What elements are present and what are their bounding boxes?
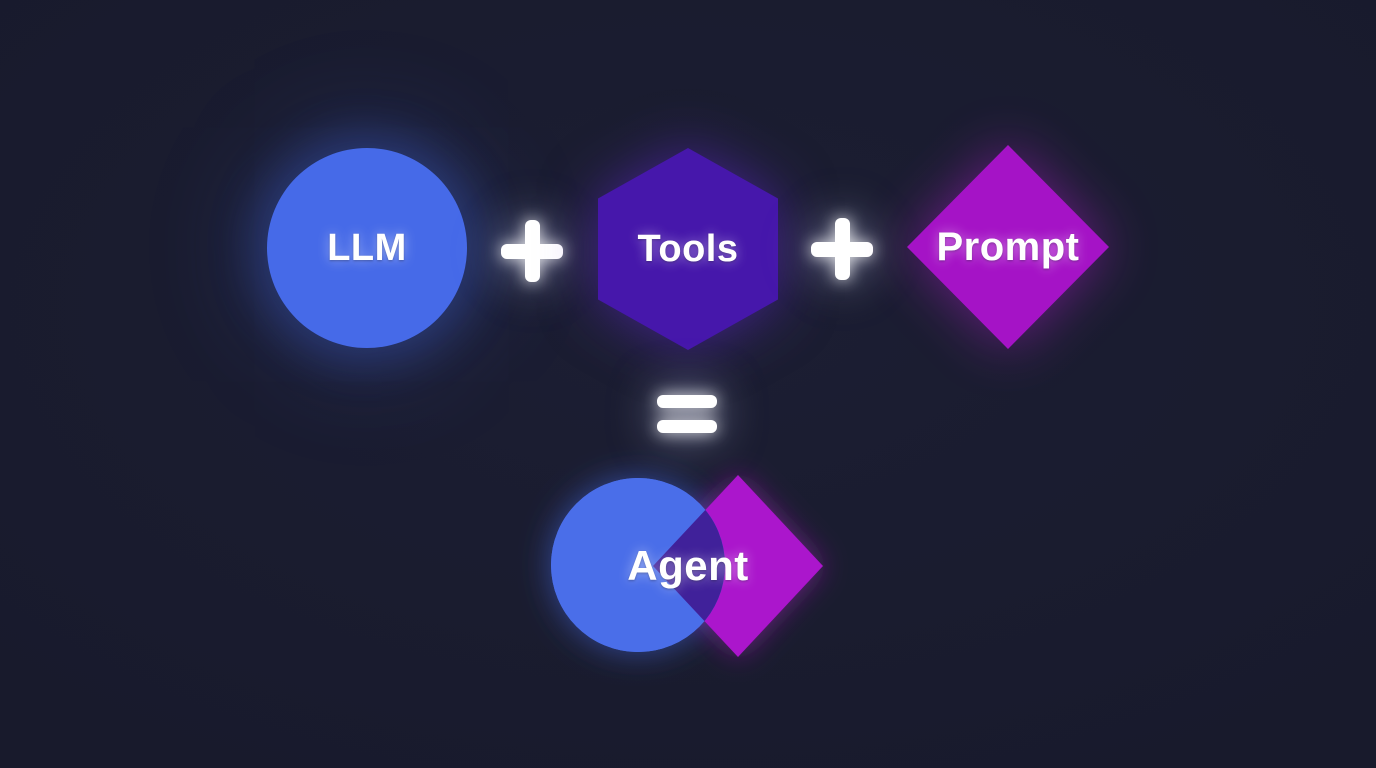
equals-icon-top-bar [657,395,717,408]
equals-icon [657,395,717,433]
agent-overlap-region [653,478,725,652]
tools-hexagon-shape: Tools [598,148,778,350]
prompt-diamond-shape: Prompt [907,145,1109,349]
llm-circle-shape: LLM [267,148,467,348]
plus-icon-vertical-bar [524,220,540,282]
plus-icon-vertical-bar [834,218,850,280]
llm-label: LLM [327,226,407,269]
agent-circle-fill [551,478,725,652]
plus-icon [811,218,873,280]
tools-label: Tools [637,227,739,270]
equals-icon-bottom-bar [657,420,717,433]
agent-overlap-shape [551,475,823,657]
agent-label: Agent [627,542,749,589]
prompt-label: Prompt [936,224,1080,269]
plus-icon [501,220,563,282]
